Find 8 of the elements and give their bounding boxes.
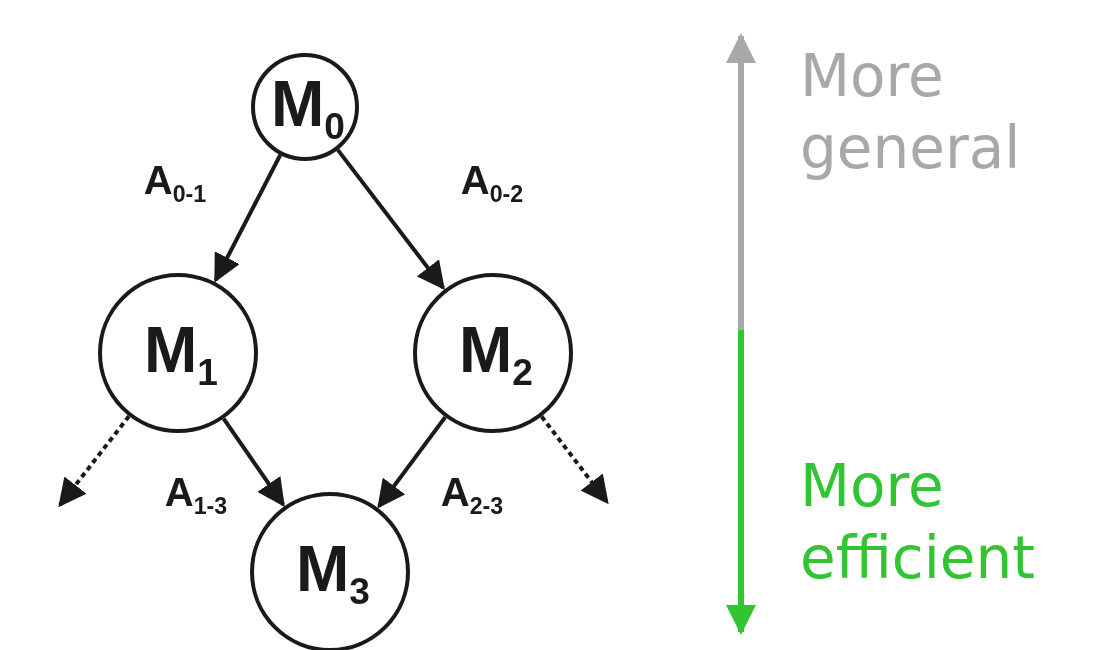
arrow bbox=[336, 148, 445, 291]
dotted-arrow bbox=[58, 414, 131, 508]
scale-label: More general bbox=[800, 41, 1022, 184]
scale-label: More efficient bbox=[800, 451, 1036, 594]
dotted-arrow bbox=[540, 415, 609, 505]
arrow bbox=[377, 416, 447, 509]
arrow bbox=[213, 154, 282, 283]
arrow bbox=[221, 417, 285, 507]
